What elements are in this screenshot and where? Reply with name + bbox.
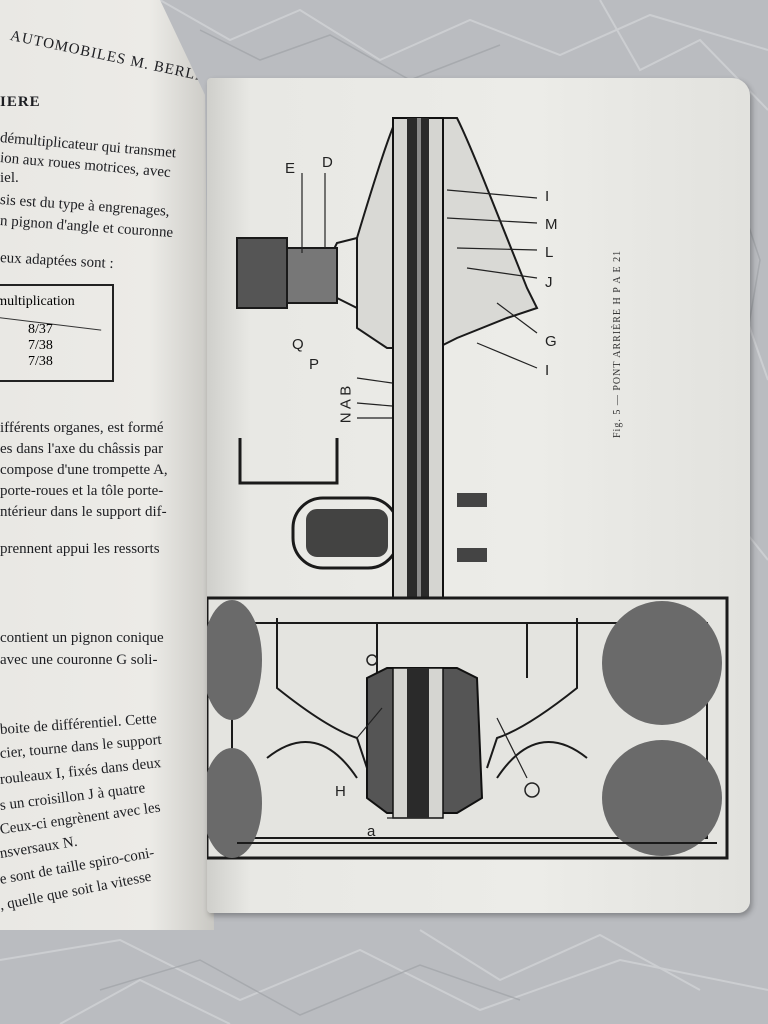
body-line: compose d'une trompette A, [0, 462, 168, 478]
label-g: G [545, 333, 557, 350]
body-line: ntérieur dans le support dif- [0, 504, 167, 520]
body-line: iel. [0, 170, 19, 186]
label-j: J [545, 274, 553, 291]
label-d: D [322, 154, 333, 171]
label-p: P [309, 356, 320, 373]
label-h: H [335, 783, 346, 800]
label-m: M [545, 216, 558, 233]
ratio-table: émultiplication 8/37 7/38 7/38 [0, 284, 114, 382]
ratio-value: 8/37 [28, 322, 53, 337]
figure-caption: Fig. 5 — PONT ARRIÈRE H P A E 21 [612, 249, 623, 438]
label-nab: N A B [337, 385, 355, 424]
label-l: L [545, 244, 554, 261]
body-line: eux adaptées sont : [0, 250, 115, 272]
section-title: IERE [0, 94, 41, 110]
body-line: avec une couronne G soli- [0, 652, 158, 668]
ratio-table-header: émultiplication [0, 294, 75, 309]
ratio-value: 7/38 [28, 354, 53, 369]
body-line: contient un pignon conique [0, 630, 164, 646]
body-line: es dans l'axe du châssis par [0, 441, 164, 457]
body-line: porte-roues et la tôle porte- [0, 483, 164, 499]
label-a: a [367, 823, 376, 840]
body-line: ifférents organes, est formé [0, 420, 164, 436]
body-line: prennent appui les ressorts [0, 541, 160, 557]
body-line: nsversaux N. [0, 833, 79, 862]
label-i-bottom: I [545, 362, 550, 379]
right-page: E D Q P N A B I M L J G I H a Fig. 5 — P… [207, 78, 750, 913]
label-q: Q [292, 336, 304, 353]
rear-axle-cutaway-drawing [207, 117, 729, 860]
label-e: E [285, 160, 296, 177]
ratio-value: 7/38 [28, 338, 53, 353]
left-page: AUTOMOBILES M. BERLIET IERE démultiplica… [0, 0, 214, 930]
label-i-top: I [545, 188, 550, 205]
